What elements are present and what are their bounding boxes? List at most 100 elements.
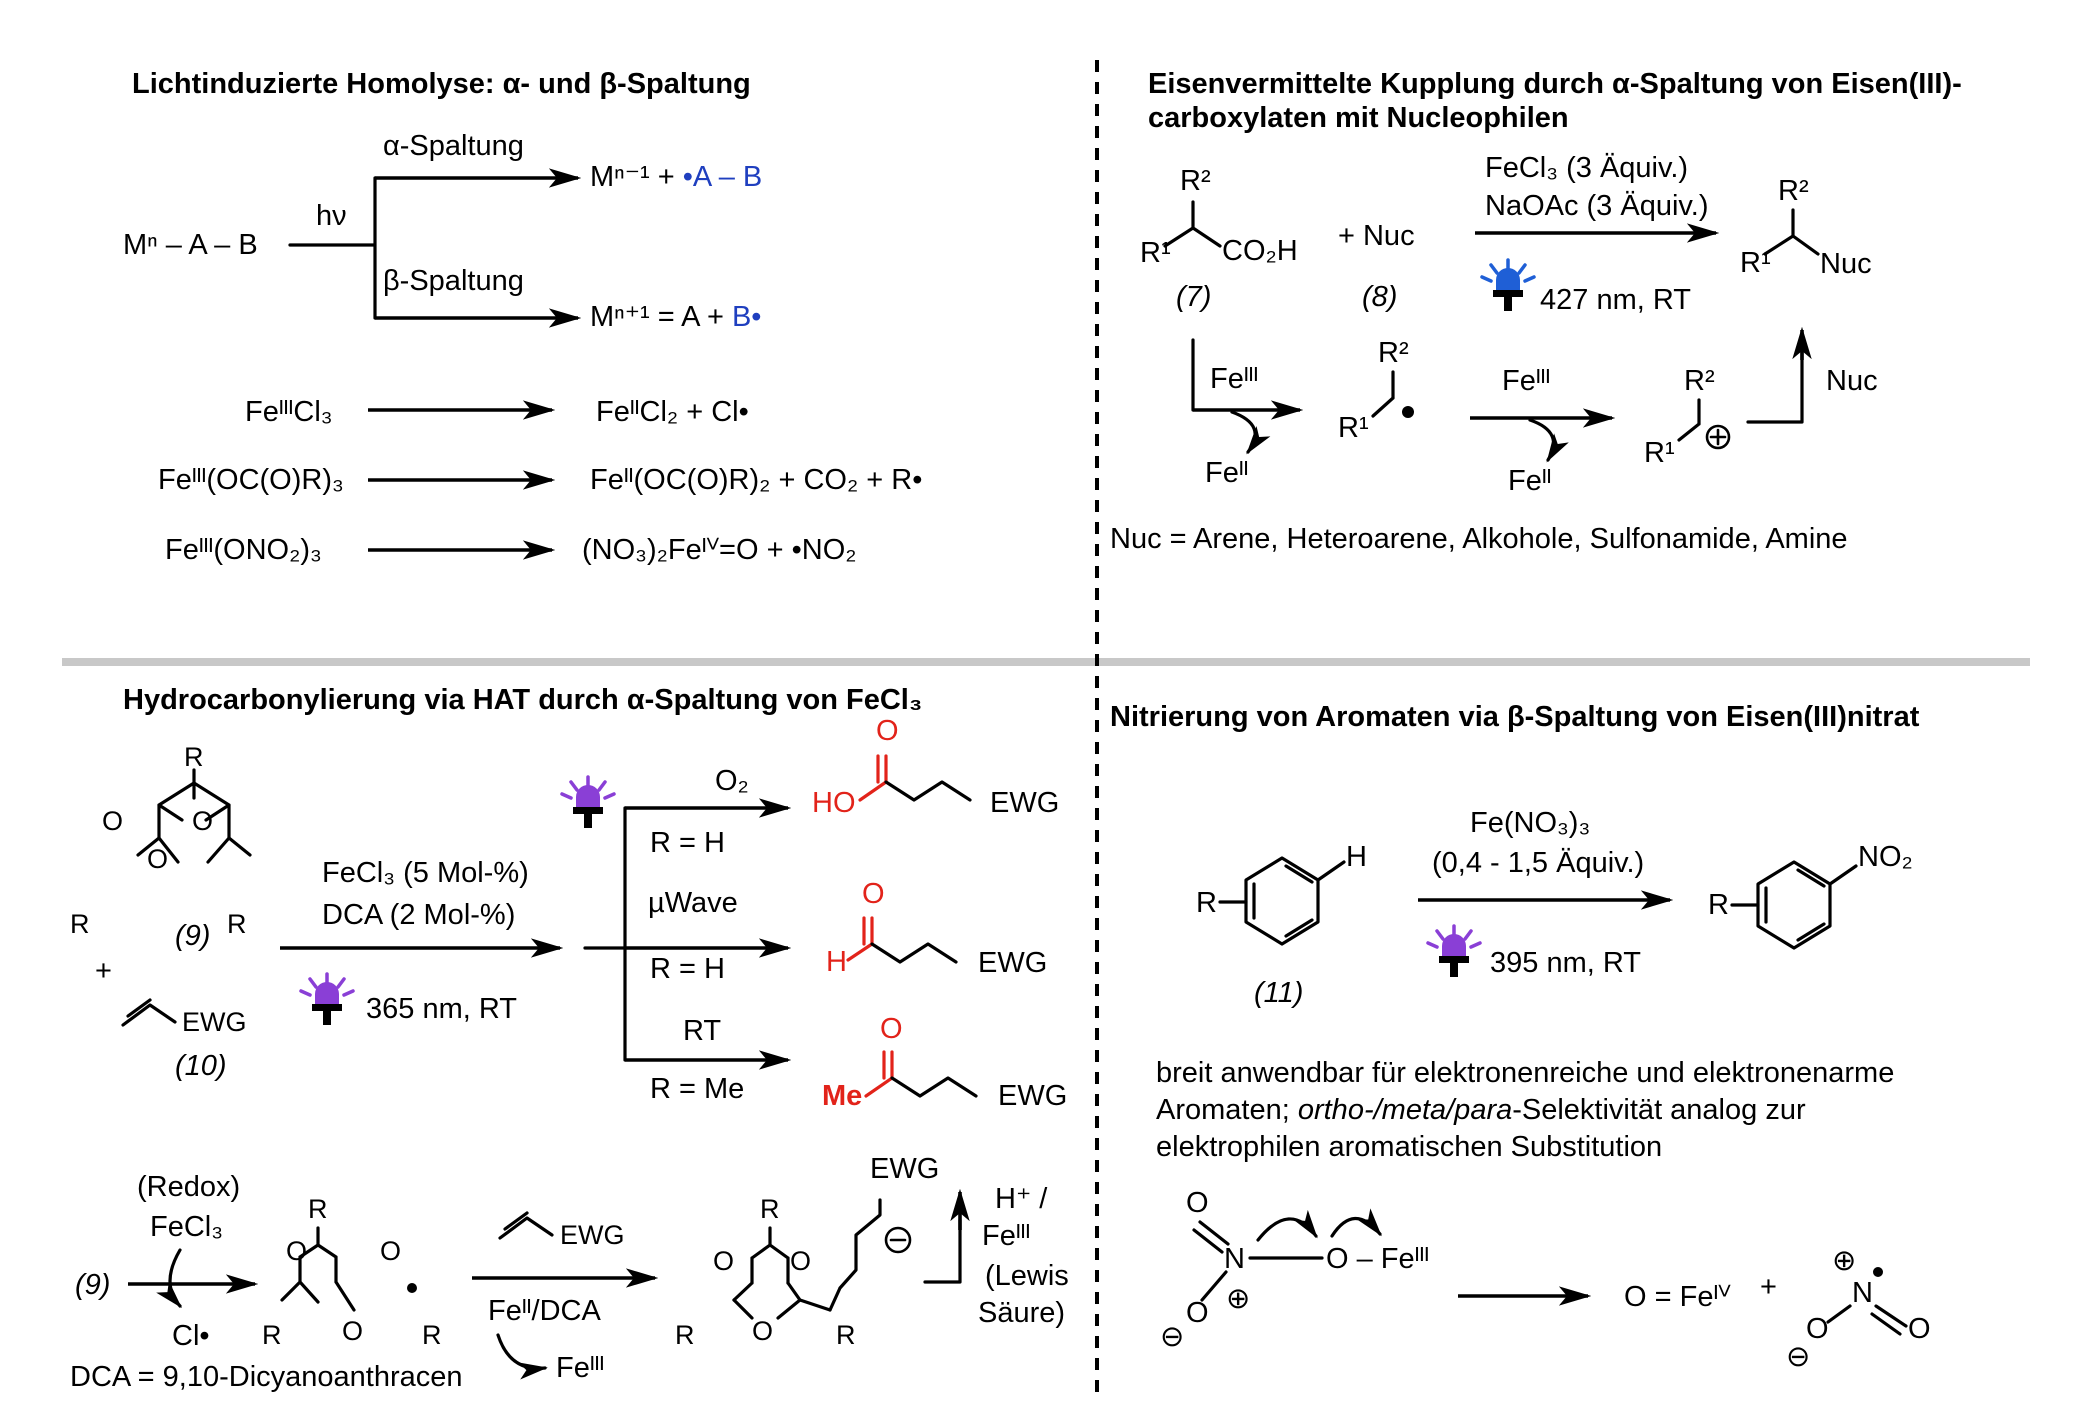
q4-cond1: Fe(NO₃)₃ (1470, 807, 1590, 839)
q3-adduct-r-left: R (675, 1320, 695, 1350)
q3-product3-ewg: EWG (998, 1080, 1067, 1112)
q4-wavelength: 395 nm, RT (1490, 947, 1641, 979)
q3-label-10: (10) (175, 1050, 227, 1082)
q2-mech-fe2-b: Feᴵᴵ (1508, 465, 1552, 497)
q3-mech-fecl3: FeCl₃ (150, 1211, 223, 1243)
q2-wavelength: 427 nm, RT (1540, 284, 1691, 316)
q2-nuc-attack-line (1746, 344, 1804, 424)
q4-mech-plus: ⊕ (1226, 1283, 1250, 1315)
q3-adduct-minus-circle (884, 1226, 912, 1254)
q3-product3-me: Me (822, 1080, 862, 1112)
q2-radical-r2: R² (1378, 337, 1409, 369)
q3-alkene-ewg: EWG (182, 1007, 247, 1037)
q4-note-line2: Aromaten; ortho-/meta/para-Selektivität … (1156, 1094, 1806, 1126)
q2-acid-r1: R¹ (1140, 237, 1171, 269)
q4-note-line3: elektrophilen aromatischen Substitution (1156, 1131, 1662, 1163)
q2-product-r1: R¹ (1740, 247, 1771, 279)
q3-radical-dot (407, 1283, 417, 1293)
q3-product1-carbonyl (858, 754, 888, 802)
q3-lamp-icon-2 (560, 775, 616, 830)
q3-mech-curl2 (496, 1333, 548, 1380)
q3-plus: + (95, 955, 112, 987)
q2-mech-curl1 (1230, 410, 1271, 455)
q1-hv: hν (316, 200, 347, 232)
q3-radical-o3: O (342, 1316, 363, 1346)
q4-mech-n: N (1224, 1243, 1245, 1275)
q2-cation-r2: R² (1684, 365, 1715, 397)
q3-product1-o: O (876, 715, 899, 747)
q2-cation-plus (1709, 428, 1727, 446)
q4-no2-n: N (1852, 1277, 1873, 1309)
q3-trioxane-o2: O (192, 806, 213, 836)
q4-product-ring (1756, 860, 1858, 950)
q3-branch2-top: µWave (648, 887, 738, 919)
q3-mech-alkene (498, 1211, 554, 1240)
q3-mech-fe2dca: Feᴵᴵ/DCA (488, 1295, 601, 1327)
q4-cond2: (0,4 - 1,5 Äquiv.) (1432, 847, 1644, 879)
q3-product1-chain (884, 780, 972, 802)
q2-title-line1: Eisenvermittelte Kupplung durch α-Spaltu… (1148, 68, 1962, 100)
q4-no2-o-right: O (1908, 1313, 1931, 1345)
q2-product-bonds (1763, 208, 1820, 256)
q2-label-7: (7) (1176, 281, 1211, 313)
q3-trioxane-o3: O (147, 844, 168, 874)
q2-cation-r1: R¹ (1644, 437, 1675, 469)
q1-row3-left: Feᴵᴵᴵ(ONO₂)₃ (165, 534, 322, 566)
q4-benzene-r: R (1196, 887, 1217, 919)
q4-benzene-h: H (1346, 841, 1367, 873)
q4-mech-plus-sep: + (1760, 1271, 1777, 1303)
q3-adduct-ring-close (732, 1281, 832, 1320)
q3-branch1-top: O₂ (715, 765, 749, 797)
q3-branch3-top: RT (683, 1015, 721, 1047)
q2-plus-nuc: + Nuc (1338, 220, 1415, 252)
q2-product-nuc: Nuc (1820, 248, 1872, 280)
q4-no2-radical-dot (1873, 1267, 1883, 1277)
q1-beta-label: β-Spaltung (383, 265, 524, 297)
q2-acid-co2h: CO₂H (1222, 235, 1298, 267)
q3-radical-o1: O (286, 1236, 307, 1266)
q1-alpha-label: α-Spaltung (383, 130, 524, 162)
q3-mech-fe3: Feᴵᴵᴵ (556, 1352, 604, 1384)
q3-adduct-ewg: EWG (870, 1153, 939, 1185)
q3-product2-ewg: EWG (978, 947, 1047, 979)
q2-cation-bonds (1677, 398, 1701, 442)
q3-adduct-r-right: R (836, 1320, 856, 1350)
q1-row1-left: FeᴵᴵᴵCl₃ (245, 396, 333, 428)
q3-product1-ho: HO (812, 787, 856, 819)
q4-label-11: (11) (1254, 977, 1303, 1009)
q3-dca-def: DCA = 9,10-Dicyanoanthracen (70, 1361, 463, 1393)
q2-mech-curl2 (1528, 418, 1569, 463)
q4-panel: Nitrierung von Aromaten via β-Spaltung v… (1110, 701, 1931, 1373)
q4-product-r: R (1708, 889, 1729, 921)
q3-protonation-line (923, 1218, 962, 1284)
q3-wavelength: 365 nm, RT (366, 993, 517, 1025)
q1-row1-right: FeᴵᴵCl₂ + Cl• (596, 396, 749, 428)
q4-no2-o-left: O (1806, 1313, 1829, 1345)
q1-row2-right: Feᴵᴵ(OC(O)R)₂ + CO₂ + R• (590, 464, 922, 496)
q3-mech-label-9: (9) (75, 1269, 110, 1301)
q2-nuc-note: Nuc = Arene, Heteroarene, Alkohole, Sulf… (1110, 523, 1848, 555)
q2-mech-fe3-b: Feᴵᴵᴵ (1502, 365, 1550, 397)
q4-mech-curl2 (1330, 1208, 1382, 1238)
q2-title-line2: carboxylaten mit Nucleophilen (1148, 102, 1569, 134)
q2-cond1: FeCl₃ (3 Äquiv.) (1485, 152, 1688, 184)
q3-adduct-o1: O (713, 1246, 734, 1276)
q3-product2-carbonyl (846, 916, 874, 962)
q3-product1-ewg: EWG (990, 787, 1059, 819)
q3-product3-carbonyl (864, 1050, 894, 1098)
q4-product-no2: NO₂ (1858, 841, 1913, 873)
q3-radical-o2: O (380, 1236, 401, 1266)
q3-branch-trunk (583, 806, 627, 1062)
q2-label-8: (8) (1362, 281, 1397, 313)
q4-note-line1: breit anwendbar für elektronenreiche und… (1156, 1057, 1894, 1089)
q4-lamp-icon (1426, 924, 1482, 979)
q3-trioxane-r-right: R (227, 909, 247, 939)
q1-start: Mⁿ – A – B (123, 229, 258, 261)
q4-mech-o-bottom: O (1186, 1297, 1209, 1329)
q3-mech-redox: (Redox) (137, 1171, 240, 1203)
q4-no2-minus: ⊖ (1786, 1341, 1810, 1373)
q3-trioxane-r-top: R (184, 742, 204, 772)
q2-radical-bonds (1371, 370, 1395, 418)
q3-adduct-r-top: R (760, 1194, 780, 1224)
q2-acid-bonds (1163, 200, 1222, 248)
